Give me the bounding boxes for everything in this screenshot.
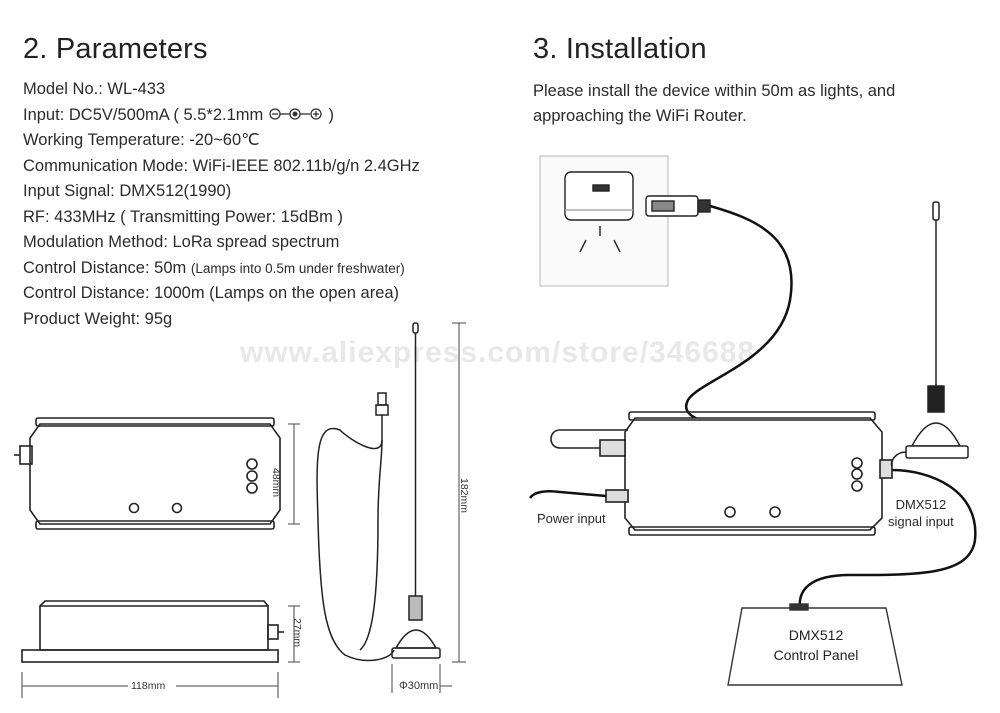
param-distance-water: Control Distance: 50m (Lamps into 0.5m u… <box>23 256 420 282</box>
param-temperature: Working Temperature: -20~60℃ <box>23 131 260 149</box>
param-distance-open: Control Distance: 1000m (Lamps on the op… <box>23 284 400 302</box>
control-panel-label-line2: Control Panel <box>773 647 859 663</box>
height-front-dimension <box>288 423 300 525</box>
param-model: Model No.: WL-433 <box>23 80 166 98</box>
power-input-cable <box>528 490 607 499</box>
height-side-label: 27mm <box>291 618 303 648</box>
param-distance-water-note: (Lamps into 0.5m under freshwater) <box>190 260 405 276</box>
dmx-signal-cable <box>798 468 977 609</box>
controller-front-view <box>14 417 281 530</box>
parameter-list: Model No.: WL-433 Input: DC5V/500mA ( 5.… <box>23 77 420 332</box>
usb-cable <box>684 204 793 426</box>
antenna-height-dimension <box>452 322 466 663</box>
watermark: www.aliexpress.com/store/346688 <box>240 336 756 369</box>
param-input-signal: Input Signal: DMX512(1990) <box>23 182 232 200</box>
wall-outlet <box>539 155 669 287</box>
control-panel-label-line1: DMX512 <box>788 627 844 643</box>
height-front-label: 48mm <box>270 468 282 498</box>
antenna-drawing <box>316 322 441 662</box>
antenna-loop-cable <box>550 429 628 449</box>
installation-line-2: approaching the WiFi Router. <box>533 107 747 125</box>
installation-line-1: Please install the device within 50m as … <box>533 82 896 100</box>
installation-text: Please install the device within 50m as … <box>533 79 895 129</box>
installation-heading: 3. Installation <box>533 33 707 65</box>
param-distance-water-text: Control Distance: 50m <box>23 258 187 277</box>
installed-antenna <box>905 201 969 459</box>
param-rf: RF: 433MHz ( Transmitting Power: 15dBm ) <box>23 207 344 226</box>
width-label: 118mm <box>131 680 166 692</box>
dmx-signal-label-line2: signal input <box>888 514 954 529</box>
antenna-feed-cable <box>890 451 907 467</box>
antenna-height-label: 182mm <box>458 478 470 514</box>
antenna-base-label: Φ30mm <box>399 680 439 692</box>
width-dimension <box>21 672 279 698</box>
param-input: Input: DC5V/500mA ( 5.5*2.1mm ) <box>23 103 420 129</box>
power-input-label: Power input <box>537 511 606 526</box>
param-input-text: Input: DC5V/500mA ( 5.5*2.1mm <box>23 105 264 124</box>
height-side-dimension <box>288 605 300 663</box>
dmx-signal-label-line1: DMX512 <box>895 497 947 512</box>
installed-controller <box>599 411 893 536</box>
dmx-signal-label: DMX512 signal input <box>888 496 954 530</box>
antenna-base-dimension <box>391 664 452 693</box>
dc-polarity-icon <box>268 104 324 120</box>
usb-plug <box>645 195 711 217</box>
param-weight: Product Weight: 95g <box>23 309 173 328</box>
param-modulation: Modulation Method: LoRa spread spectrum <box>23 233 340 251</box>
control-panel-label: DMX512 Control Panel <box>746 625 886 665</box>
parameters-heading: 2. Parameters <box>23 33 208 65</box>
param-input-close: ) <box>328 105 334 124</box>
control-panel-box <box>727 603 903 686</box>
controller-side-view <box>21 600 284 663</box>
param-communication: Communication Mode: WiFi-IEEE 802.11b/g/… <box>23 156 420 175</box>
